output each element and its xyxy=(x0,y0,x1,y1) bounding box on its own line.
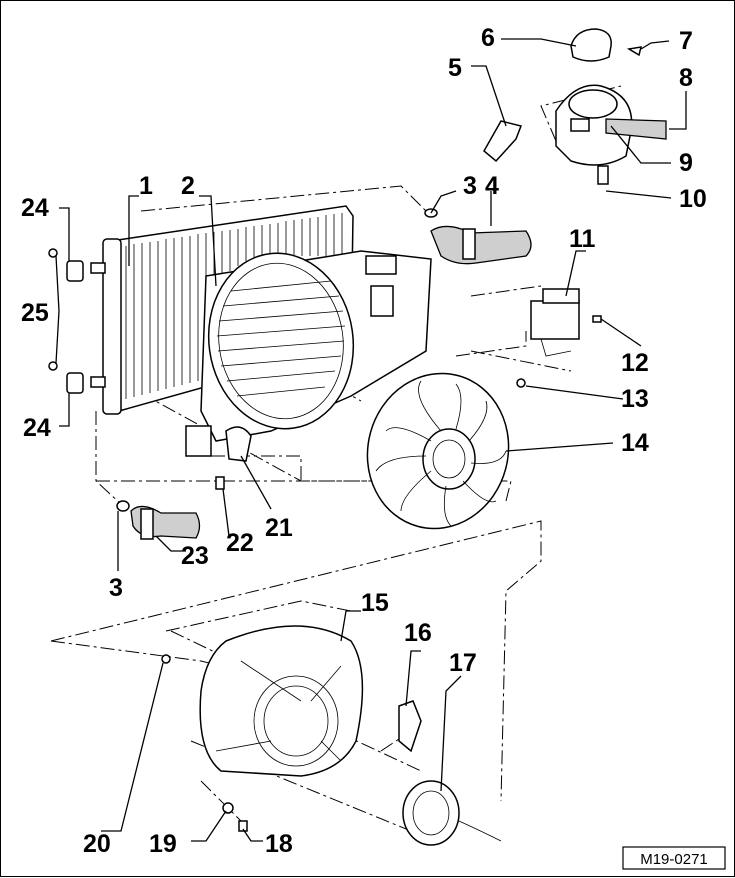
callout-15: 15 xyxy=(361,589,389,617)
callout-3-upper: 3 xyxy=(463,172,477,200)
callout-20: 20 xyxy=(83,830,111,858)
callout-14: 14 xyxy=(621,429,649,457)
callout-9: 9 xyxy=(679,149,693,177)
fan xyxy=(366,372,510,530)
bracket-16 xyxy=(398,700,422,753)
callout-labels: 1 2 3 3 4 5 6 7 8 9 10 11 12 13 14 15 16… xyxy=(21,24,707,858)
control-unit xyxy=(530,288,580,357)
figure-reference-box: M19-0271 xyxy=(622,846,726,870)
callout-19: 19 xyxy=(149,830,177,858)
callout-18: 18 xyxy=(265,830,293,858)
callout-7: 7 xyxy=(679,27,693,55)
tank-cap xyxy=(570,28,612,62)
callout-6: 6 xyxy=(481,24,495,52)
callout-24-upper: 24 xyxy=(21,194,49,222)
callout-10: 10 xyxy=(679,185,707,213)
callout-25: 25 xyxy=(21,299,49,327)
fan-clip xyxy=(225,426,252,462)
callout-12: 12 xyxy=(621,349,649,377)
callout-4: 4 xyxy=(485,172,499,200)
callout-3-lower: 3 xyxy=(109,574,123,602)
callout-16: 16 xyxy=(404,619,432,647)
callout-24-lower: 24 xyxy=(23,414,51,442)
callout-5: 5 xyxy=(448,54,462,82)
figure-reference: M19-0271 xyxy=(640,851,708,868)
lower-fan-shroud xyxy=(199,625,364,777)
callout-17: 17 xyxy=(449,649,477,677)
callout-13: 13 xyxy=(621,385,649,413)
callout-11: 11 xyxy=(569,225,596,253)
leader-lines xyxy=(55,38,687,842)
callout-1: 1 xyxy=(139,172,153,200)
callout-23: 23 xyxy=(181,542,209,570)
upper-hose xyxy=(424,208,532,265)
callout-21: 21 xyxy=(265,514,293,542)
callout-22: 22 xyxy=(226,529,254,557)
sender-unit xyxy=(483,120,523,163)
expansion-tank xyxy=(555,84,667,185)
fan-motor xyxy=(402,780,502,846)
fan-shroud xyxy=(185,250,432,457)
callout-8: 8 xyxy=(679,64,693,92)
lower-hose xyxy=(116,500,201,540)
callout-2: 2 xyxy=(181,172,195,200)
mounting-rubbers xyxy=(66,260,84,394)
tank-screw xyxy=(626,46,643,57)
